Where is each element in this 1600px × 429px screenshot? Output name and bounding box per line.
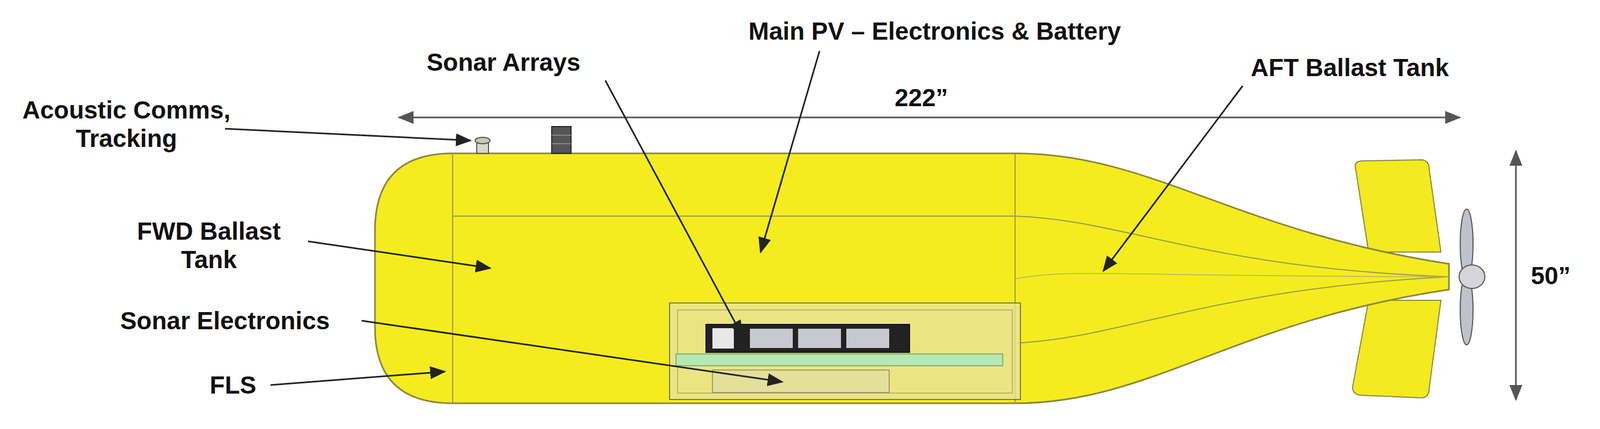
sonar-array-element <box>798 328 841 348</box>
part-label: FWD Ballast Tank <box>117 216 300 274</box>
leader-line <box>224 128 471 141</box>
leader-line <box>270 371 445 385</box>
part-label: Sonar Arrays <box>391 48 617 77</box>
sonar-mount <box>675 353 1003 366</box>
sonar-array-element <box>749 328 793 348</box>
upper-fin <box>1355 159 1441 252</box>
sonar-bay <box>669 302 1021 400</box>
dimension-label: 50” <box>1518 261 1583 290</box>
sonar-array-element <box>712 327 734 349</box>
lower-fin <box>1352 299 1441 398</box>
hull-seam <box>452 153 454 403</box>
part-label: Sonar Electronics <box>85 306 365 335</box>
sonar-electronics-housing <box>712 369 890 393</box>
leader-line <box>760 50 820 252</box>
length-dimension <box>399 116 1460 119</box>
tracking-antenna <box>551 126 572 154</box>
leader-line <box>1103 85 1243 271</box>
leader-line <box>605 80 742 335</box>
hull-seam <box>1015 273 1449 279</box>
sonar-array-element <box>846 328 890 348</box>
acoustic-comms-transducer <box>475 137 491 144</box>
hull-seam <box>1015 276 1449 343</box>
hull-seam <box>452 215 1016 217</box>
vehicle-hull <box>374 153 1449 403</box>
hull-seam <box>1015 215 1449 277</box>
propeller-hub <box>1459 264 1485 289</box>
part-label: FLS <box>190 370 276 400</box>
diameter-dimension <box>1515 151 1517 400</box>
dimension-label: 222” <box>867 83 975 112</box>
sonar-array <box>705 324 910 352</box>
leader-line <box>308 241 491 268</box>
part-label: AFT Ballast Tank <box>1210 53 1490 82</box>
part-label: Main PV – Electronics & Battery <box>677 17 1192 46</box>
part-label: Acoustic Comms, Tracking <box>3 95 250 153</box>
